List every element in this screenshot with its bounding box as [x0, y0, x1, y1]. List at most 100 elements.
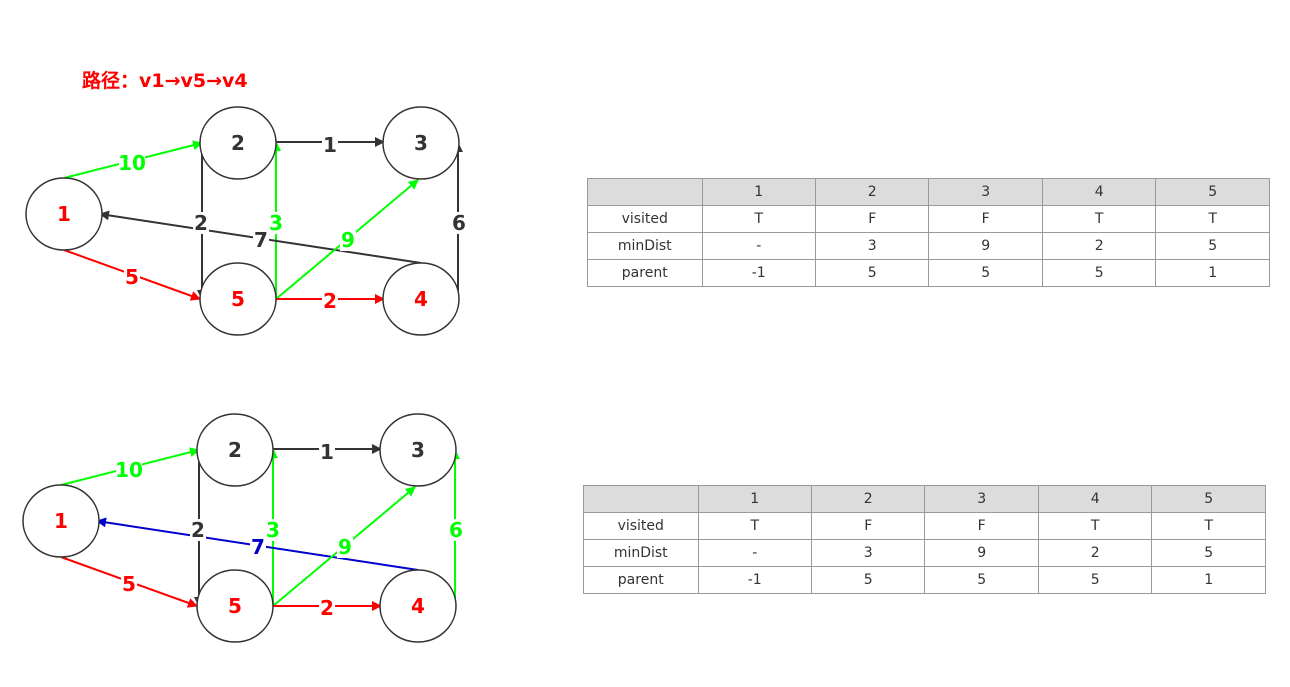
table-cell: F: [924, 512, 1039, 540]
edge-label-background: [119, 152, 145, 174]
edge-label-background: [319, 441, 335, 463]
edge-weight-label: 2: [323, 289, 337, 313]
table-cell: -: [697, 539, 812, 567]
edge-weight-label: 1: [323, 133, 337, 157]
header-cell: 5: [1151, 485, 1266, 513]
edge-weight-label: 9: [338, 535, 352, 559]
table-cell: 5: [1155, 232, 1270, 260]
header-cell: [583, 485, 699, 513]
table-cell: 5: [814, 259, 930, 287]
table-cell: -1: [701, 259, 816, 287]
row-label: minDist: [583, 539, 699, 567]
row-label: visited: [583, 512, 699, 540]
row-label: parent: [583, 566, 699, 594]
edge-weight-label: 6: [449, 518, 463, 542]
table-cell: T: [697, 512, 812, 540]
edge-weight-label: 6: [452, 211, 466, 235]
table-cell: -1: [697, 566, 812, 594]
table-row: minDist - 3 9 2 5: [587, 232, 1270, 260]
table-cell: 9: [924, 539, 1039, 567]
row-label: parent: [587, 259, 703, 287]
row-label: minDist: [587, 232, 703, 260]
node-4: [382, 262, 460, 336]
node-2: [196, 413, 274, 487]
header-cell: 2: [814, 178, 930, 206]
header-cell: 3: [928, 178, 1043, 206]
distance-table-top: 1 2 3 4 5 visited T F F T T minDist - 3 …: [587, 178, 1270, 287]
table-cell: F: [810, 512, 926, 540]
node-5: [199, 262, 277, 336]
edge-label-background: [322, 134, 338, 156]
node-label: 5: [231, 287, 245, 311]
header-cell: 5: [1155, 178, 1270, 206]
table-cell: 5: [924, 566, 1039, 594]
distance-table-bottom: 1 2 3 4 5 visited T F F T T minDist - 3 …: [583, 485, 1266, 594]
edge-weight-label: 2: [194, 211, 208, 235]
edge-label-background: [253, 229, 269, 251]
table-cell: 5: [1037, 566, 1153, 594]
table-cell: F: [814, 205, 930, 233]
edge-label-background: [265, 519, 281, 541]
edge-label-background: [319, 597, 335, 619]
table-cell: T: [1037, 512, 1153, 540]
edge-weight-label: 2: [191, 518, 205, 542]
edge-label-background: [124, 266, 140, 288]
table-cell: 3: [810, 539, 926, 567]
edge-weight-label: 7: [254, 228, 268, 252]
edge-label-background: [268, 212, 284, 234]
edge-label-background: [448, 519, 464, 541]
table-cell: 1: [1151, 566, 1266, 594]
table-row: minDist - 3 9 2 5: [583, 539, 1266, 567]
node-4: [379, 569, 457, 643]
header-cell: [587, 178, 703, 206]
node-3: [379, 413, 457, 487]
edge-weight-label: 2: [320, 596, 334, 620]
edge-label-background: [250, 536, 266, 558]
edge-weight-label: 1: [320, 440, 334, 464]
edge-label-background: [190, 519, 206, 541]
edge-weight-label: 5: [122, 572, 136, 596]
edge-weight-label: 3: [266, 518, 280, 542]
table-cell: 5: [810, 566, 926, 594]
table-cell: 1: [1155, 259, 1270, 287]
table-cell: 9: [928, 232, 1043, 260]
table-cell: T: [1155, 205, 1270, 233]
edge-weight-label: 7: [251, 535, 265, 559]
node-1: [25, 177, 103, 251]
table-cell: 2: [1041, 232, 1157, 260]
row-label: visited: [587, 205, 703, 233]
header-cell: 2: [810, 485, 926, 513]
edge-label-background: [340, 229, 356, 251]
edge-weight-label: 9: [341, 228, 355, 252]
node-label: 4: [411, 594, 425, 618]
table-cell: T: [1151, 512, 1266, 540]
table-row: visited T F F T T: [583, 512, 1266, 540]
table-cell: 5: [1151, 539, 1266, 567]
table-cell: 2: [1037, 539, 1153, 567]
table-row: parent -1 5 5 5 1: [587, 259, 1270, 287]
table-cell: 3: [814, 232, 930, 260]
node-5: [196, 569, 274, 643]
node-2: [199, 106, 277, 180]
edge-label-background: [322, 290, 338, 312]
node-label: 3: [414, 131, 428, 155]
path-title: 路径：v1→v5→v4: [82, 70, 248, 92]
table-header-row: 1 2 3 4 5: [583, 485, 1266, 513]
node-label: 1: [57, 202, 71, 226]
header-cell: 3: [924, 485, 1039, 513]
table-cell: 5: [1041, 259, 1157, 287]
edge-weight-label: 10: [115, 458, 143, 482]
table-row: parent -1 5 5 5 1: [583, 566, 1266, 594]
table-cell: -: [701, 232, 816, 260]
node-label: 4: [414, 287, 428, 311]
table-cell: T: [701, 205, 816, 233]
node-3: [382, 106, 460, 180]
node-label: 2: [228, 438, 242, 462]
table-cell: 5: [928, 259, 1043, 287]
header-cell: 4: [1037, 485, 1153, 513]
node-1: [22, 484, 100, 558]
edge-label-background: [451, 212, 467, 234]
